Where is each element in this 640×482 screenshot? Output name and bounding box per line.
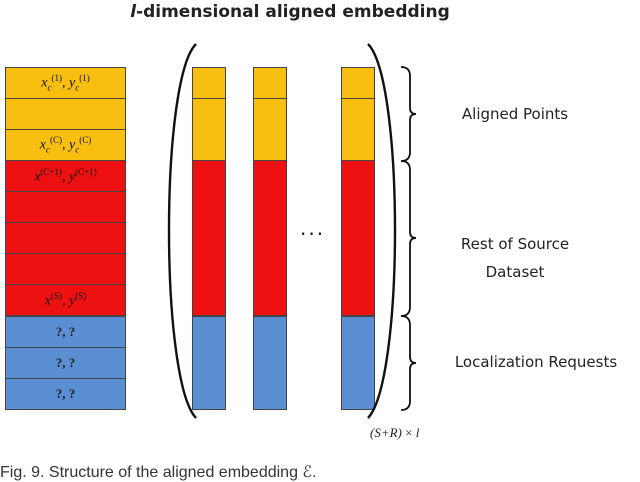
matrix-source-block bbox=[253, 160, 287, 316]
label-localization-requests: Localization Requests bbox=[454, 353, 618, 371]
matrix-aligned-block bbox=[253, 98, 287, 161]
matrix-request-block bbox=[341, 316, 375, 410]
figure-caption: Fig. 9. Structure of the aligned embeddi… bbox=[0, 464, 317, 481]
label-rest-line1: Rest of Source bbox=[460, 235, 570, 253]
matrix-request-block bbox=[192, 316, 226, 410]
matrix-source-block bbox=[192, 160, 226, 316]
title-rest: -dimensional aligned embedding bbox=[136, 2, 450, 22]
label-rest-of-source: Rest of Source Dataset bbox=[440, 230, 590, 286]
label-aligned-points: Aligned Points bbox=[461, 105, 569, 123]
label-rest-line2: Dataset bbox=[485, 263, 545, 281]
aligned-cell-last: xc(C), yc(C) bbox=[5, 129, 126, 161]
source-cell-last: x(S), y(S) bbox=[5, 284, 126, 316]
request-cell: ?, ? bbox=[5, 378, 126, 410]
brace-source bbox=[400, 160, 417, 317]
matrix-request-block bbox=[253, 316, 287, 410]
right-paren bbox=[367, 43, 397, 419]
matrix-dimensions: (S+R) × l bbox=[370, 425, 420, 440]
source-cell bbox=[5, 253, 126, 285]
matrix-aligned-block bbox=[192, 98, 226, 161]
column-ellipsis: ··· bbox=[300, 222, 326, 246]
left-paren bbox=[167, 43, 197, 419]
brace-aligned bbox=[400, 66, 417, 162]
request-cell: ?, ? bbox=[5, 316, 126, 348]
matrix-source-block bbox=[341, 160, 375, 316]
request-cell: ?, ? bbox=[5, 347, 126, 379]
source-cell-first: x(C+1), y(C+1) bbox=[5, 160, 126, 192]
matrix-aligned-block bbox=[341, 98, 375, 161]
matrix-aligned-block bbox=[341, 67, 375, 99]
aligned-cell-first: xc(1), yc(1) bbox=[5, 67, 126, 99]
title-l: l bbox=[130, 2, 137, 22]
source-cell bbox=[5, 222, 126, 254]
diagram-title: l-dimensional aligned embedding bbox=[120, 2, 460, 22]
brace-requests bbox=[400, 315, 417, 411]
matrix-aligned-block bbox=[192, 67, 226, 99]
